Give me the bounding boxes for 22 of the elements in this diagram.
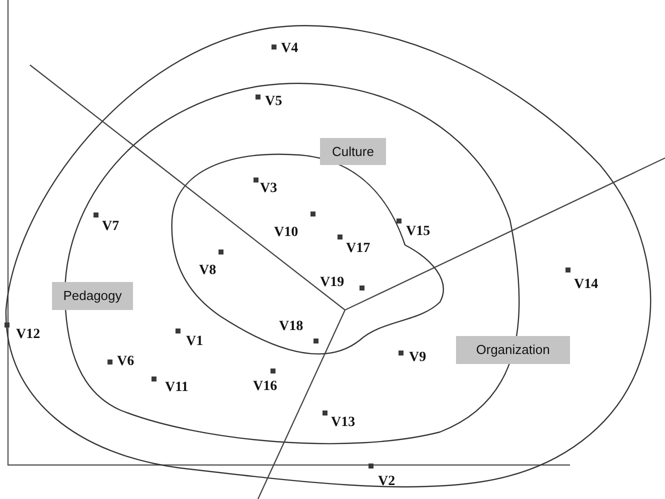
point-label: V10 xyxy=(274,226,298,240)
point-label: V17 xyxy=(346,242,370,256)
region-label-box: Culture xyxy=(320,138,386,165)
point-label: V18 xyxy=(279,320,304,334)
point-label: V6 xyxy=(117,355,134,369)
point-label: V8 xyxy=(199,264,216,278)
point-label: V4 xyxy=(281,42,298,56)
point-label: V7 xyxy=(102,220,120,234)
point-label: V12 xyxy=(16,328,40,342)
point-label: V16 xyxy=(253,380,278,394)
point-label: V11 xyxy=(165,381,188,395)
point-label: V3 xyxy=(260,182,278,196)
point-label: V15 xyxy=(406,225,430,239)
point-label: V9 xyxy=(409,351,426,365)
region-label-box: Organization xyxy=(456,336,570,364)
point-label: V1 xyxy=(186,335,204,349)
point-label: V14 xyxy=(574,278,598,292)
point-label: V13 xyxy=(331,416,356,430)
region-label-box: Pedagogy xyxy=(52,282,133,310)
point-label: V2 xyxy=(378,475,396,489)
point-label: V19 xyxy=(320,276,344,290)
point-label: V5 xyxy=(265,95,282,109)
